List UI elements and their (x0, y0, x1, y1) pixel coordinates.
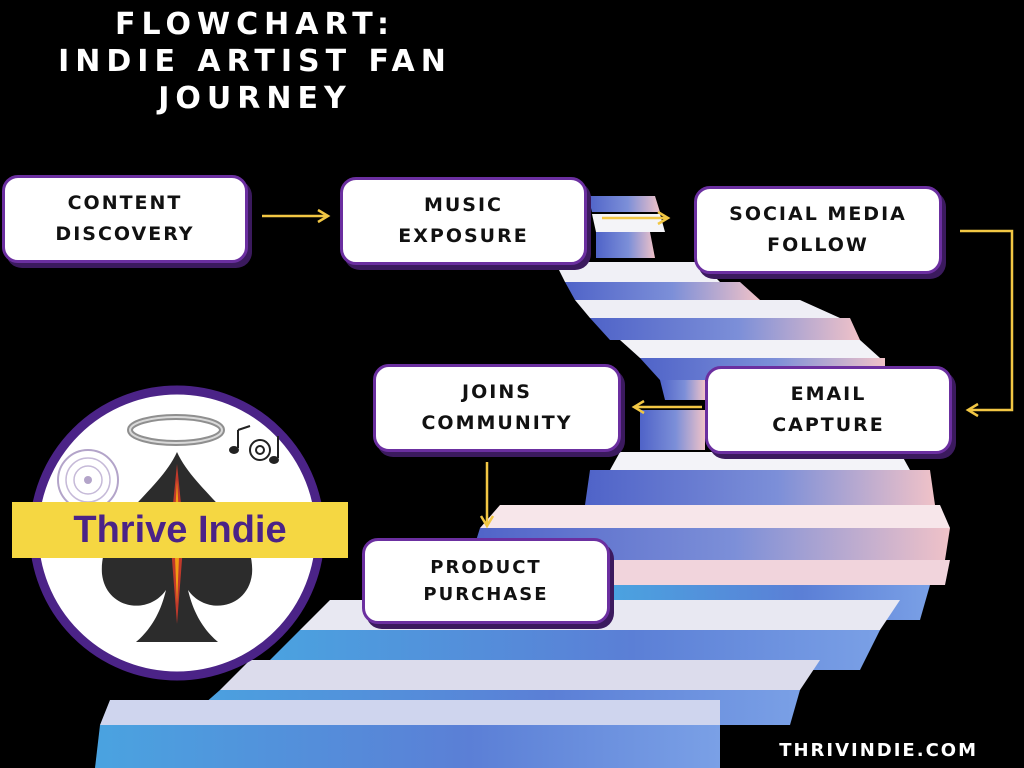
brand-text: Thrive Indie (73, 508, 287, 551)
title-line-2: INDIE ARTIST FAN (58, 44, 452, 79)
node-label-line-1: MUSIC (423, 194, 504, 216)
node-label-line-1: CONTENT (67, 192, 183, 214)
node-joins-community: JOINS COMMUNITY (373, 364, 621, 452)
arrow-music-to-social (602, 210, 671, 226)
arrow-content-to-music (262, 208, 331, 224)
node-social-media-follow: SOCIAL MEDIA FOLLOW (694, 186, 942, 274)
node-label-line-2: DISCOVERY (55, 223, 195, 245)
music-notes-icon (229, 425, 279, 464)
node-label-line-2: FOLLOW (767, 234, 869, 256)
node-label-line-1: PRODUCT (430, 557, 542, 578)
website-url: THRIVINDIE.COM (779, 740, 978, 761)
node-content-discovery: CONTENT DISCOVERY (2, 175, 248, 263)
node-label-line-1: SOCIAL MEDIA (729, 203, 907, 225)
node-label-line-2: CAPTURE (772, 414, 885, 436)
node-label-line-2: COMMUNITY (421, 412, 573, 434)
arrow-email-to-community (631, 399, 702, 415)
arrow-community-to-purchase (479, 462, 495, 529)
node-email-capture: EMAIL CAPTURE (705, 366, 952, 454)
node-label-line-2: EXPOSURE (398, 225, 529, 247)
node-music-exposure: MUSIC EXPOSURE (340, 177, 587, 265)
arrow-social-to-email (960, 229, 1014, 418)
halo-icon (127, 414, 225, 446)
node-product-purchase: PRODUCT PURCHASE (362, 538, 610, 624)
node-label-line-1: JOINS (462, 381, 532, 403)
title-line-3: JOURNEY (158, 81, 352, 116)
title-line-1: FLOWCHART: (114, 7, 396, 42)
brand-band: Thrive Indie (12, 502, 348, 558)
page-title: FLOWCHART: INDIE ARTIST FAN JOURNEY (40, 6, 470, 117)
node-label-line-2: PURCHASE (423, 584, 549, 605)
node-label-line-1: EMAIL (790, 383, 867, 405)
